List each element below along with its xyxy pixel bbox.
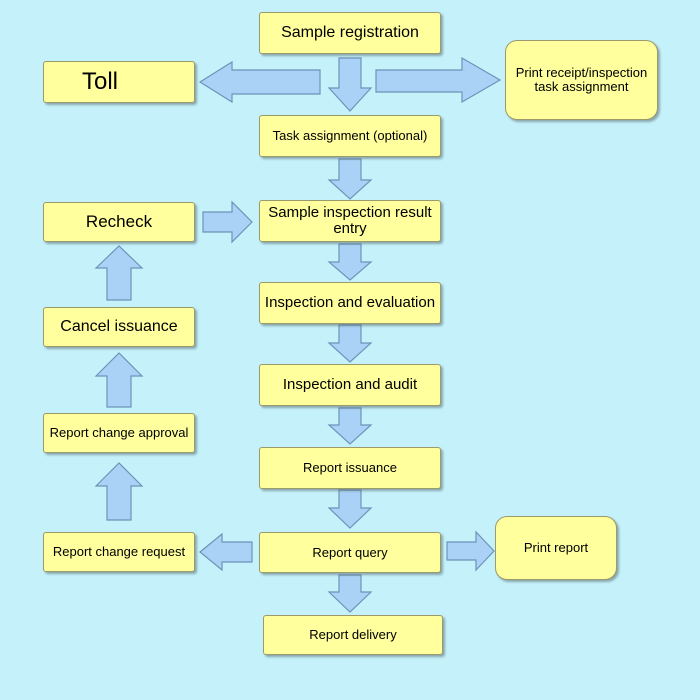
arrow-up-change-request [94,462,144,521]
arrow-right-recheck [202,200,253,244]
node-print-report: Print report [495,516,617,580]
node-label: Report delivery [309,627,397,643]
arrow-down-audit [327,407,373,445]
node-label: Toll [82,68,119,96]
node-report-change-approval: Report change approval [43,413,195,453]
node-toll: Toll [43,61,195,103]
node-sample-inspection-entry: Sample inspection result entry [259,200,441,242]
node-label: Print report [523,540,589,556]
node-label: Sample inspection result entry [268,204,432,237]
arrow-down-task-assignment [327,158,373,200]
node-task-assignment: Task assignment (optional) [259,115,441,157]
node-report-delivery: Report delivery [263,615,443,655]
node-report-issuance: Report issuance [259,447,441,489]
node-label: Sample registration [281,23,419,41]
node-inspection-evaluation: Inspection and evaluation [259,282,441,324]
node-inspection-audit: Inspection and audit [259,364,441,406]
node-label: Inspection and evaluation [264,294,436,312]
arrow-up-change-approval [94,352,144,408]
arrow-left-change-request [199,532,253,572]
node-cancel-issuance: Cancel issuance [43,307,195,347]
node-report-query: Report query [259,532,441,573]
arrow-down-issuance [327,489,373,529]
node-print-receipt: Print receipt/inspection task assignment [505,40,658,120]
node-label: Print receipt/inspection task assignment [515,65,648,94]
arrow-right-print-report [446,530,495,572]
node-label: Cancel issuance [60,317,178,335]
node-label: Report change approval [49,425,189,441]
node-label: Inspection and audit [282,376,418,394]
node-sample-registration: Sample registration [259,12,441,54]
arrow-down-inspection-entry [327,243,373,281]
arrow-up-cancel-issuance [94,245,144,301]
node-label: Task assignment (optional) [272,128,428,144]
node-recheck: Recheck [43,202,195,242]
node-report-change-request: Report change request [43,532,195,572]
node-label: Report change request [52,544,186,560]
arrow-left-toll [198,60,321,104]
arrow-down-evaluation [327,324,373,363]
node-label: Recheck [85,212,153,232]
arrow-down-registration [327,57,373,112]
arrow-down-query [327,574,373,613]
node-label: Report query [312,544,388,560]
node-label: Report issuance [303,460,397,476]
arrow-right-print-receipt [375,56,502,104]
